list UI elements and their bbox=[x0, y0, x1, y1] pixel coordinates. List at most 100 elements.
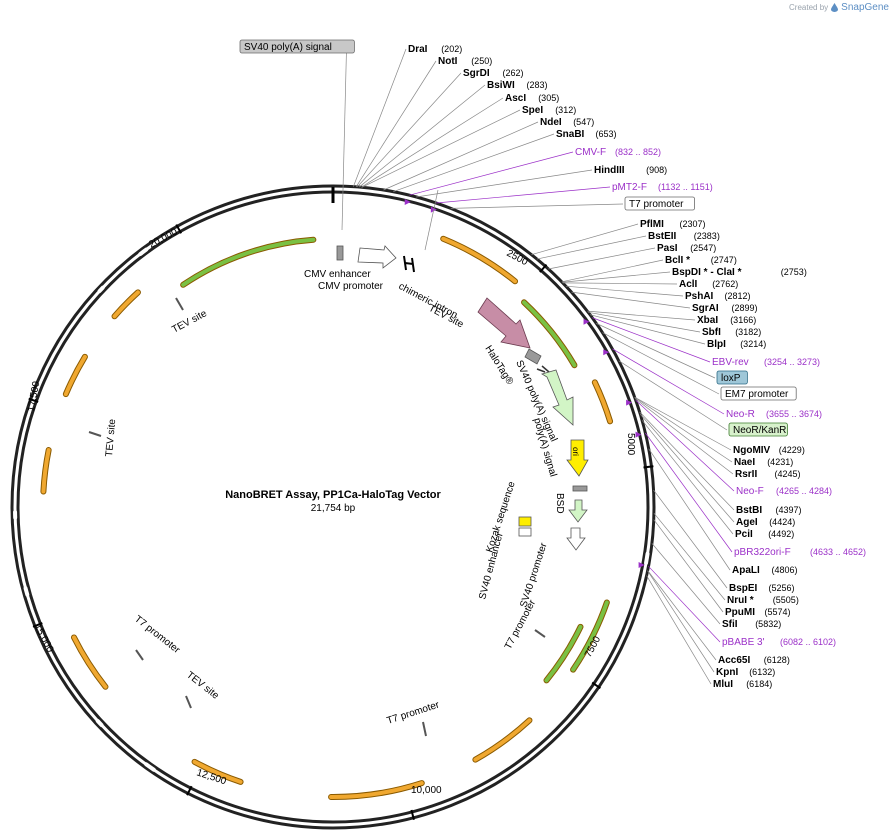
primer-neo-f-name: Neo-F bbox=[736, 486, 764, 497]
enzyme-acc65i[interactable]: Acc65I(6128) bbox=[718, 655, 790, 666]
enzyme-sfii[interactable]: SfiI(5832) bbox=[722, 619, 781, 630]
enzyme-sgrdi[interactable]: SgrDI(262) bbox=[463, 68, 524, 79]
enzyme-bspdi-clai[interactable]: BspDI * - ClaI *(2753) bbox=[672, 267, 807, 278]
primer-neo-r-leader bbox=[612, 348, 725, 415]
enzyme-nrui[interactable]: NruI *(5505) bbox=[727, 595, 799, 606]
primer-ebv-rev-leader bbox=[592, 317, 711, 363]
label-t7-promoter-bottom: T7 promoter bbox=[386, 699, 442, 726]
enzyme-sgrai[interactable]: SgrAI(2899) bbox=[692, 303, 758, 314]
label-t7-promoter-left: T7 promoter bbox=[132, 614, 182, 657]
enzyme-agei-leader bbox=[640, 414, 735, 523]
enzyme-naei[interactable]: NaeI(4231) bbox=[734, 457, 793, 468]
feature-box-em7-promoter-frame bbox=[720, 386, 797, 401]
feature-box-em7-promoter[interactable]: EM7 promoter bbox=[720, 386, 797, 401]
primer-cmv-f-name: CMV-F bbox=[575, 147, 606, 158]
enzyme-ppumi[interactable]: PpuMI(5574) bbox=[725, 607, 791, 618]
feature-box-neor-kanr-label: NeoR/KanR bbox=[733, 425, 786, 436]
primer-pbr322ori-f[interactable]: pBR322ori-F(4633 .. 4652) bbox=[734, 547, 866, 558]
enzyme-xbai-position: (3166) bbox=[730, 315, 756, 325]
primer-pbabe-3[interactable]: pBABE 3'(6082 .. 6102) bbox=[722, 637, 836, 648]
enzyme-mlui-position: (6184) bbox=[746, 679, 772, 689]
enzyme-mlui[interactable]: MluI(6184) bbox=[713, 679, 772, 690]
enzyme-bstbi-leader bbox=[639, 411, 735, 511]
enzyme-hindiii-leader bbox=[416, 169, 593, 198]
polya-feature bbox=[536, 365, 550, 373]
primer-pmt2-f[interactable]: pMT2-F(1132 .. 1151) bbox=[612, 182, 713, 193]
enzyme-ngomiv[interactable]: NgoMIV(4229) bbox=[733, 445, 805, 456]
t7-promoter-mark-3 bbox=[534, 629, 546, 638]
orf-arc-1 bbox=[522, 300, 577, 368]
enzyme-sbfi[interactable]: SbfI(3182) bbox=[702, 327, 761, 338]
enzyme-noti-name: NotI bbox=[438, 56, 458, 67]
feature-box-loxp-frame bbox=[716, 370, 748, 385]
enzyme-drai[interactable]: DraI(202) bbox=[408, 44, 462, 55]
enzyme-bspei[interactable]: BspEI(5256) bbox=[729, 583, 795, 594]
enzyme-noti[interactable]: NotI (250) bbox=[438, 56, 492, 67]
enzyme-bsiwi[interactable]: BsiWI(283) bbox=[487, 80, 548, 91]
enzyme-apali-leader bbox=[648, 448, 731, 571]
enzyme-pshai-position: (2812) bbox=[725, 291, 751, 301]
primer-ebv-rev[interactable]: EBV-rev(3254 .. 3273) bbox=[712, 357, 820, 368]
enzyme-pshai[interactable]: PshAI(2812) bbox=[685, 291, 751, 302]
backbone-gap-3 bbox=[23, 586, 30, 597]
enzyme-bstbi-position: (4397) bbox=[776, 505, 802, 515]
enzyme-apali[interactable]: ApaLI(4806) bbox=[732, 565, 798, 576]
enzyme-agei-name: AgeI bbox=[736, 517, 758, 528]
enzyme-pcii[interactable]: PciI(4492) bbox=[735, 529, 794, 540]
enzyme-spei[interactable]: SpeI(312) bbox=[522, 105, 576, 116]
enzyme-bspdi-clai-leader bbox=[562, 271, 671, 283]
enzyme-sfii-leader bbox=[651, 543, 721, 625]
enzyme-naei-name: NaeI bbox=[734, 457, 755, 468]
enzyme-blpi[interactable]: BlpI(3214) bbox=[707, 339, 766, 350]
tick-15000 bbox=[32, 622, 43, 628]
primer-pbabe-3-range: (6082 .. 6102) bbox=[780, 637, 836, 647]
enzyme-bspdi-clai-position: (2753) bbox=[781, 267, 807, 277]
enzyme-blpi-position: (3214) bbox=[740, 339, 766, 349]
backbone-gap-2 bbox=[95, 718, 104, 728]
enzyme-bcli-position: (2747) bbox=[711, 255, 737, 265]
enzyme-pflmi[interactable]: PflMI(2307) bbox=[640, 219, 706, 230]
enzyme-bsiwi-position: (283) bbox=[527, 80, 548, 90]
enzyme-snabi-name: SnaBI bbox=[556, 129, 585, 140]
enzyme-ndei[interactable]: NdeI(547) bbox=[540, 117, 594, 128]
snapgene-credit: Created by SnapGene bbox=[789, 2, 889, 13]
enzyme-kpni-name: KpnI bbox=[716, 667, 738, 678]
orf-arc-0 bbox=[441, 236, 518, 284]
enzyme-snabi[interactable]: SnaBI(653) bbox=[556, 129, 617, 140]
enzyme-pasi-name: PasI bbox=[657, 243, 678, 254]
enzyme-hindiii[interactable]: HindIII(908) bbox=[594, 165, 667, 176]
enzyme-noti-leader bbox=[355, 60, 437, 188]
enzyme-agei[interactable]: AgeI(4424) bbox=[736, 517, 795, 528]
primer-cmv-f[interactable]: CMV-F(832 .. 852) bbox=[575, 147, 661, 158]
primer-neo-r[interactable]: Neo-R(3655 .. 3674) bbox=[726, 409, 822, 420]
primer-neo-f[interactable]: Neo-F(4265 .. 4284) bbox=[736, 486, 832, 497]
feature-box-t7-promoter-leader bbox=[450, 203, 624, 209]
enzyme-pasi[interactable]: PasI(2547) bbox=[657, 243, 716, 254]
feature-box-t7-promoter[interactable]: T7 promoter bbox=[624, 196, 695, 211]
halotag-feature bbox=[477, 297, 531, 349]
chimeric-intron-feature bbox=[403, 255, 415, 273]
enzyme-kpni[interactable]: KpnI(6132) bbox=[716, 667, 775, 678]
enzyme-bstbi[interactable]: BstBI(4397) bbox=[736, 505, 802, 516]
enzyme-asci-name: AscI bbox=[505, 93, 526, 104]
orf-arc-5 bbox=[473, 718, 532, 762]
enzyme-ngomiv-name: NgoMIV bbox=[733, 445, 771, 456]
enzyme-asci[interactable]: AscI(305) bbox=[505, 93, 559, 104]
tick-label-15000: 15,000 bbox=[31, 622, 55, 655]
t7-promoter-mark-2 bbox=[422, 721, 427, 737]
enzyme-rsrii[interactable]: RsrII(4245) bbox=[735, 469, 801, 480]
tick-7500 bbox=[591, 681, 601, 689]
feature-box-sv40-poly-a-signal[interactable]: SV40 poly(A) signal bbox=[239, 39, 355, 54]
orf-arc-3 bbox=[544, 624, 583, 683]
enzyme-bcli[interactable]: BclI *(2747) bbox=[665, 255, 737, 266]
label-bsd: BSD bbox=[554, 493, 565, 514]
feature-box-neor-kanr[interactable]: NeoR/KanR bbox=[728, 422, 788, 437]
enzyme-noti-position: (250) bbox=[471, 56, 492, 66]
enzyme-acli[interactable]: AclI(2762) bbox=[679, 279, 738, 290]
enzyme-bsteii[interactable]: BstEII(2383) bbox=[648, 231, 720, 242]
enzyme-xbai[interactable]: XbaI(3166) bbox=[697, 315, 756, 326]
enzyme-acli-leader bbox=[562, 282, 678, 285]
enzyme-ppumi-position: (5574) bbox=[765, 607, 791, 617]
feature-box-loxp[interactable]: loxP bbox=[716, 370, 748, 385]
enzyme-acli-position: (2762) bbox=[712, 279, 738, 289]
